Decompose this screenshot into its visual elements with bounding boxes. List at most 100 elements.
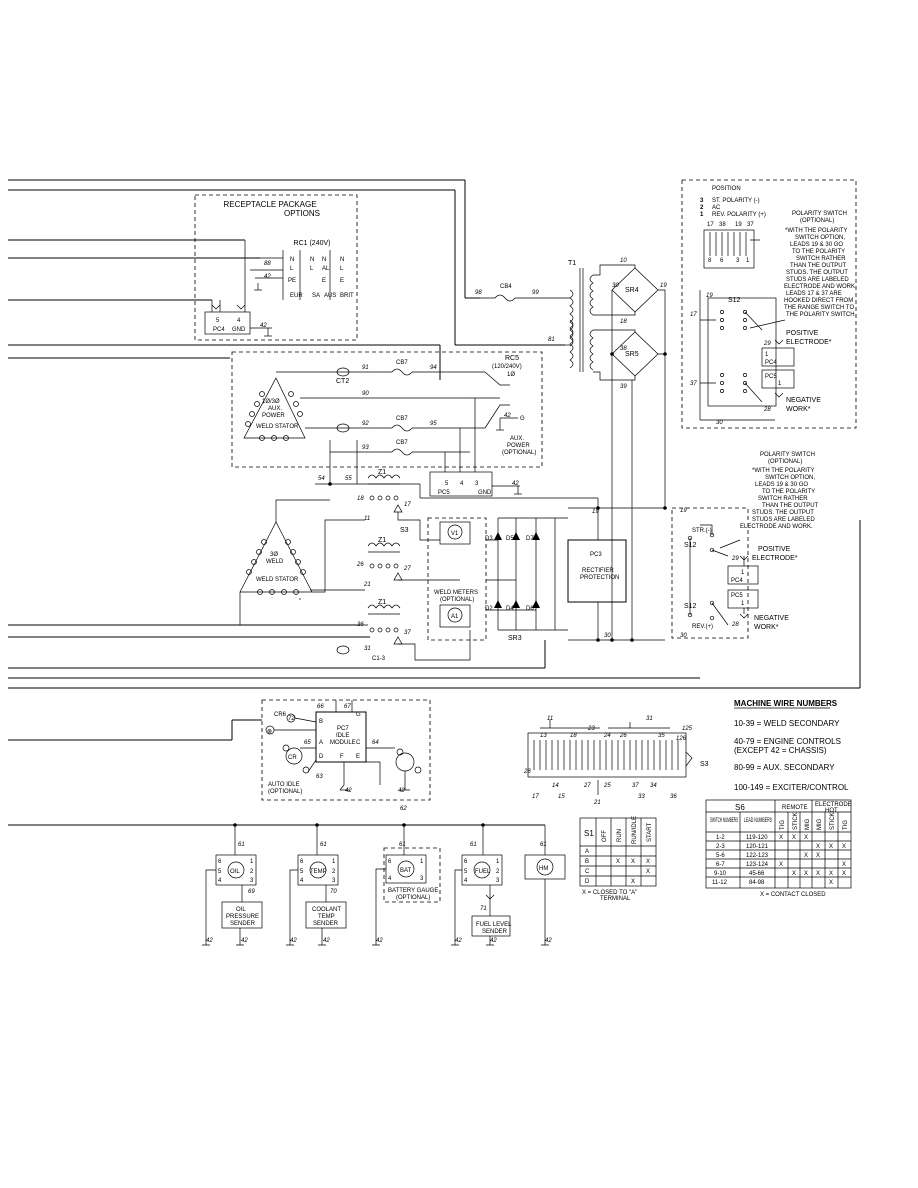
svg-text:(OPTIONAL): (OPTIONAL): [768, 459, 802, 465]
svg-text:D: D: [585, 879, 590, 885]
svg-text:⊗: ⊗: [267, 729, 272, 735]
svg-text:26: 26: [356, 562, 364, 568]
svg-text:START: START: [647, 823, 653, 842]
svg-text:1: 1: [700, 212, 704, 218]
svg-text:STUDS ARE LABELED: STUDS ARE LABELED: [786, 277, 849, 283]
svg-text:26: 26: [619, 733, 627, 739]
svg-text:PC4: PC4: [765, 360, 777, 366]
battery-gauge: BAT 6 1 4 3 BATTERY GAUGE (OPTIONAL): [372, 847, 441, 946]
svg-text:SWITCH OPTION,: SWITCH OPTION,: [765, 475, 815, 481]
aux-power-section: 1Ø/3Ø AUX. POWER WELD STATOR CT2 91 90 9…: [231, 351, 599, 508]
svg-text:N: N: [290, 257, 294, 263]
svg-text:27: 27: [403, 566, 411, 572]
svg-text:X: X: [816, 871, 820, 877]
svg-text:17: 17: [532, 794, 539, 800]
svg-text:CR: CR: [288, 755, 297, 761]
svg-text:TIG: TIG: [780, 820, 786, 830]
sr3-bridge: D3 D5 D7 D2 D4 D6 SR3: [485, 517, 568, 642]
svg-text:71: 71: [480, 906, 487, 912]
svg-text:POLARITY SWITCH: POLARITY SWITCH: [792, 211, 847, 217]
svg-text:SR3: SR3: [508, 635, 522, 642]
machine-wire-numbers: MACHINE WIRE NUMBERS 10-39 = WELD SECOND…: [734, 699, 849, 792]
svg-text:19: 19: [706, 293, 713, 299]
svg-text:STICK: STICK: [793, 812, 799, 830]
svg-text:1: 1: [741, 601, 745, 607]
svg-text:19: 19: [660, 283, 667, 289]
svg-text:14: 14: [552, 783, 559, 789]
svg-text:ELECTRODE AND WORK: ELECTRODE AND WORK: [784, 284, 855, 290]
svg-text:70: 70: [330, 889, 337, 895]
svg-text:18: 18: [357, 496, 364, 502]
svg-text:SENDER: SENDER: [482, 929, 508, 935]
s1-rows: A B C D X X X X X: [585, 849, 650, 885]
svg-text:X: X: [816, 853, 820, 859]
svg-text:37: 37: [404, 630, 411, 636]
svg-text:THE RANGE SWITCH TO: THE RANGE SWITCH TO: [784, 305, 854, 311]
svg-text:N: N: [310, 257, 314, 263]
svg-text:AUX.: AUX.: [510, 436, 524, 442]
svg-text:ELECTRODE*: ELECTRODE*: [752, 555, 798, 562]
svg-text:6-7: 6-7: [716, 862, 725, 868]
svg-text:IDLE: IDLE: [336, 733, 349, 739]
svg-text:THE POLARITY SWITCH: THE POLARITY SWITCH: [786, 312, 855, 318]
svg-text:42: 42: [264, 274, 271, 280]
svg-text:122-123: 122-123: [746, 853, 769, 859]
svg-text:17: 17: [707, 222, 714, 228]
s6-h2: LEAD NUMBERS: [744, 818, 772, 824]
engine-gauges: 61 61 61 61 61 OIL 6 1 5 4 3 2 OIL PRESS…: [202, 823, 566, 946]
svg-text:E: E: [356, 754, 360, 760]
svg-text:REV.(+): REV.(+): [692, 624, 713, 630]
svg-text:AUX.: AUX.: [268, 406, 282, 412]
svg-text:PE: PE: [288, 278, 296, 284]
svg-text:HOT: HOT: [825, 808, 838, 814]
svg-text:L: L: [340, 266, 344, 272]
svg-text:RECTIFIER: RECTIFIER: [582, 568, 614, 574]
svg-text:STICK: STICK: [830, 812, 836, 830]
svg-text:X = CONTACT CLOSED: X = CONTACT CLOSED: [760, 892, 826, 898]
svg-text:(EXCEPT 42 = CHASSIS): (EXCEPT 42 = CHASSIS): [734, 746, 827, 755]
polarity-switch-box: POSITION 3 ST. POLARITY (-) 2 AC 1 REV. …: [681, 179, 857, 429]
svg-text:28: 28: [523, 769, 531, 775]
svg-text:2-3: 2-3: [716, 844, 725, 850]
svg-text:25: 25: [603, 783, 611, 789]
svg-text:123-124: 123-124: [746, 862, 769, 868]
svg-text:C1-3: C1-3: [372, 656, 386, 662]
svg-text:RUN: RUN: [617, 829, 623, 842]
svg-text:92: 92: [362, 421, 369, 427]
svg-text:30: 30: [716, 420, 723, 426]
svg-text:ELECTRODE*: ELECTRODE*: [786, 339, 832, 346]
svg-text:X: X: [829, 844, 833, 850]
svg-text:2: 2: [700, 205, 704, 211]
receptacle-package: RECEPTACLE PACKAGE OPTIONS RC1 (240V) N …: [194, 194, 358, 341]
svg-text:D3: D3: [485, 536, 493, 542]
svg-text:E: E: [322, 278, 326, 284]
fuel-gauge: FUEL 6 1 5 4 3 2 FUEL LEVEL SENDER 71: [451, 854, 512, 946]
svg-text:SWITCH OPTION,: SWITCH OPTION,: [795, 235, 845, 241]
svg-text:X: X: [842, 862, 846, 868]
svg-text:X: X: [842, 844, 846, 850]
svg-text:31: 31: [646, 716, 653, 722]
svg-text:28: 28: [731, 622, 739, 628]
svg-text:24: 24: [603, 733, 611, 739]
svg-text:38: 38: [620, 346, 627, 352]
svg-text:A: A: [585, 849, 589, 855]
svg-text:TO THE POLARITY: TO THE POLARITY: [792, 249, 845, 255]
svg-text:84-98: 84-98: [749, 880, 765, 886]
svg-text:21: 21: [363, 582, 371, 588]
svg-text:37: 37: [632, 783, 639, 789]
svg-text:SR4: SR4: [625, 287, 639, 294]
s3-top-numbers: 11 13 18 23 24 26 31 35 125 126: [540, 716, 693, 742]
svg-text:42: 42: [241, 938, 248, 944]
svg-text:19: 19: [592, 509, 599, 515]
svg-text:30: 30: [612, 283, 619, 289]
svg-text:L: L: [290, 266, 294, 272]
svg-text:PC4: PC4: [213, 327, 225, 333]
pc3-rectifier-protection: PC3 RECTIFIER PROTECTION 19 30: [567, 380, 667, 642]
svg-text:6: 6: [218, 859, 222, 865]
svg-text:Z1: Z1: [378, 599, 386, 606]
t1-transformer: T1 98 CB4 99 81 SR4 SR5 10 30 19 18 38 3…: [475, 258, 667, 640]
svg-text:N: N: [340, 257, 344, 263]
svg-text:100-149 = EXCITER/CONTROL: 100-149 = EXCITER/CONTROL: [734, 783, 849, 792]
svg-text:HOOKED DIRECT FROM: HOOKED DIRECT FROM: [784, 298, 853, 304]
v1-label: V1: [451, 531, 459, 537]
